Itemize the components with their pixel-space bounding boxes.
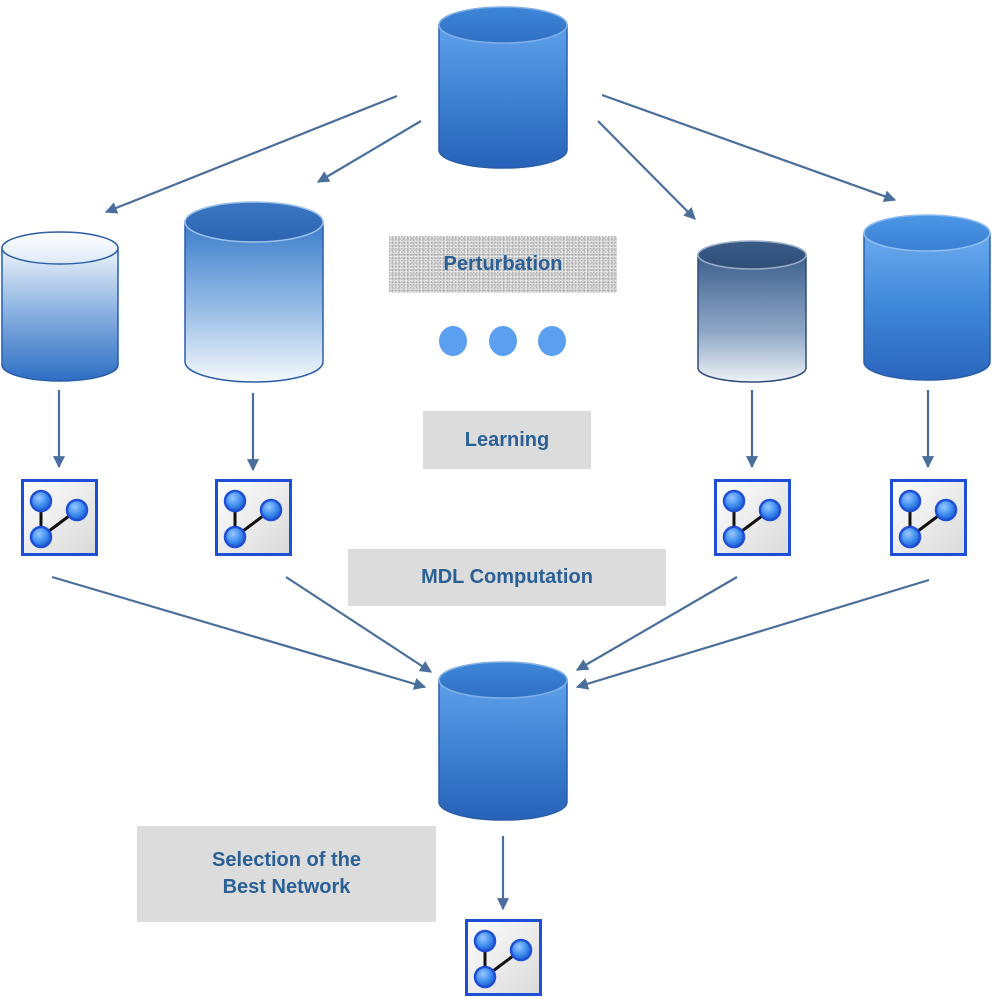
arrow-net-4-to-final [575,578,930,690]
network-graph-icon-2 [215,479,292,556]
graph-node [473,929,497,953]
dot-2 [489,326,517,356]
arrow-net-1-to-final [51,575,427,690]
perturbed-dataset-4-cylinder-icon [863,214,991,381]
graph-node [29,525,53,549]
network-graph-icon-3 [714,479,791,556]
best-network-graph-icon [465,919,542,996]
graph-node [259,498,283,522]
perturbed-dataset-3-cylinder-icon [697,240,807,383]
arrow-top-to-cyl-3 [597,120,696,220]
network-graph-icon-4 [890,479,967,556]
graph-node [223,489,247,513]
arrow-top-to-cyl-2 [316,120,422,183]
arrow-net-3-to-final [575,576,738,671]
graph-node [934,498,958,522]
selection-text: Selection of the Best Network [212,849,361,898]
selection-label: Selection of the Best Network [137,826,436,922]
arrow-top-to-cyl-1 [104,94,398,214]
network-graph-icon-1 [21,479,98,556]
result-dataset-cylinder-icon [438,661,568,821]
graph-node [722,525,746,549]
graph-node [758,498,782,522]
arrow-top-to-cyl-4 [601,93,897,203]
ellipsis-dots [439,326,566,356]
perturbation-text: Perturbation [443,253,563,275]
perturbed-dataset-2-cylinder-icon [184,201,324,383]
learning-label: Learning [423,411,591,469]
graph-node [29,489,53,513]
graph-node [722,489,746,513]
arrow-net-2-to-final [285,576,433,673]
graph-node [509,938,533,962]
perturbation-label: Perturbation [389,236,617,293]
network-icons [21,479,967,996]
dot-3 [538,326,566,356]
source-dataset-cylinder-icon [438,6,568,169]
graph-node [223,525,247,549]
graph-node [473,965,497,989]
graph-node [898,489,922,513]
dot-1 [439,326,467,356]
perturbed-dataset-1-cylinder-icon [1,231,119,382]
learning-text: Learning [464,428,550,451]
graph-node [898,525,922,549]
mdl-computation-label: MDL Computation [348,549,666,606]
mdl-computation-text: MDL Computation [421,566,593,588]
arrows [51,93,935,911]
graph-node [65,498,89,522]
